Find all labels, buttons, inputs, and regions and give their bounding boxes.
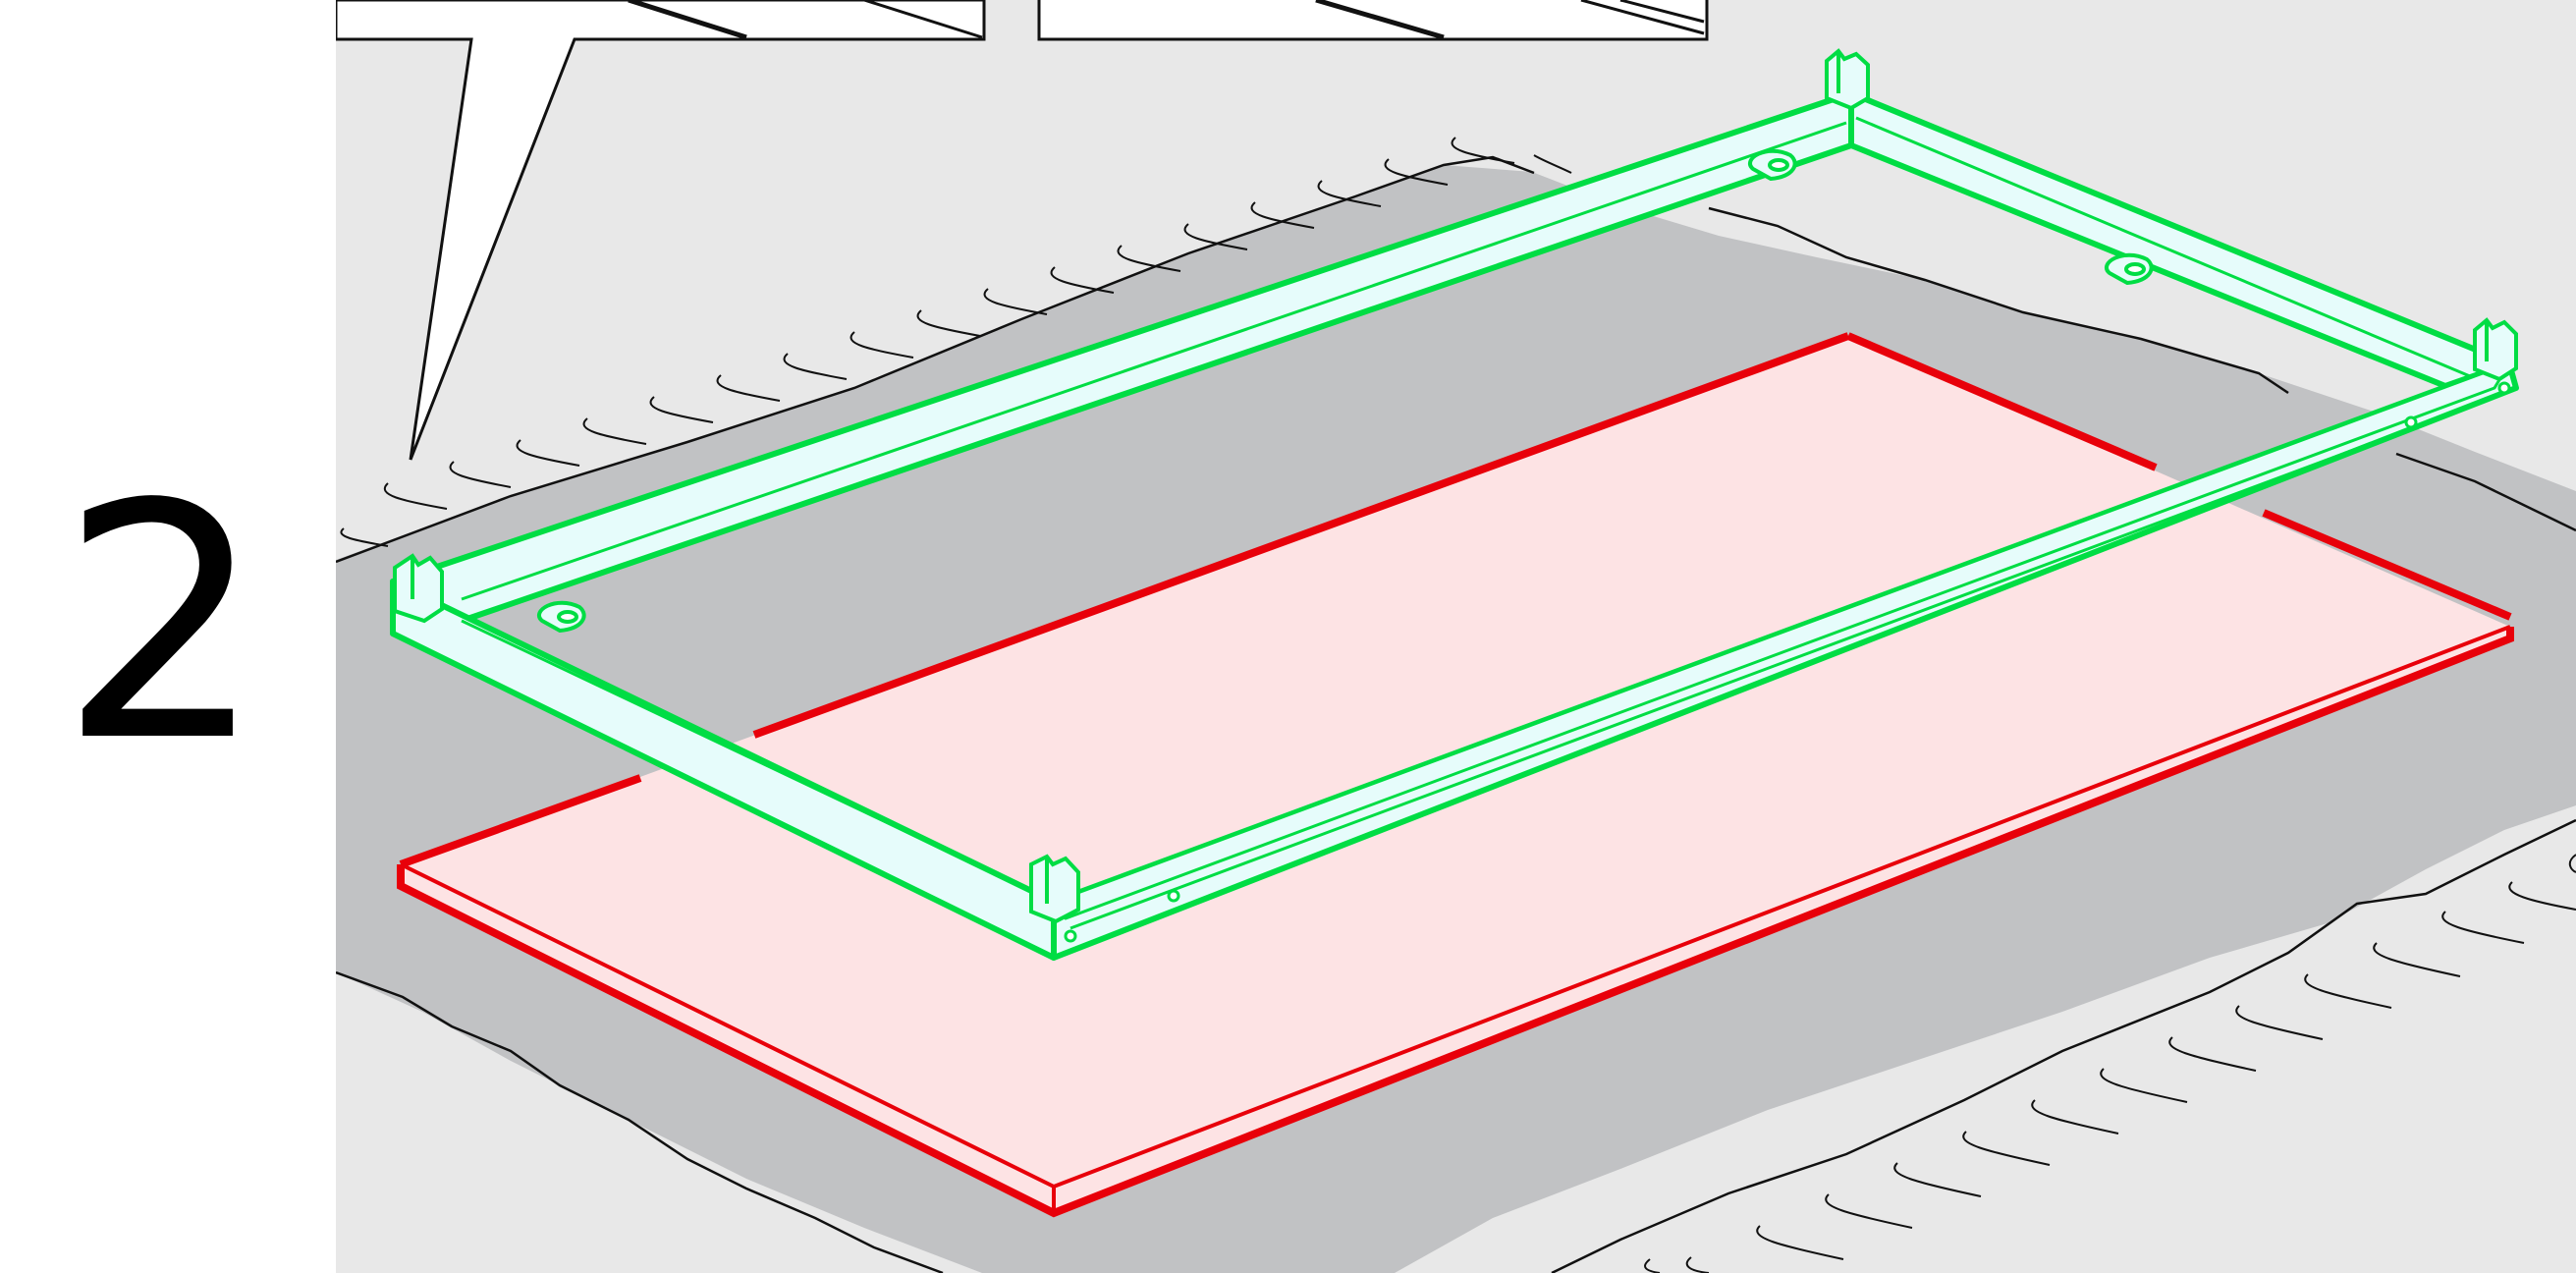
corner-bracket-right — [2475, 320, 2516, 379]
corner-bracket-front — [1031, 857, 1078, 921]
corner-bracket-back — [1827, 51, 1868, 108]
assembly-diagram — [336, 0, 2576, 1273]
corner-bracket-left — [395, 556, 442, 621]
step-number: 2 — [59, 462, 255, 786]
callout-right — [1039, 0, 1707, 39]
